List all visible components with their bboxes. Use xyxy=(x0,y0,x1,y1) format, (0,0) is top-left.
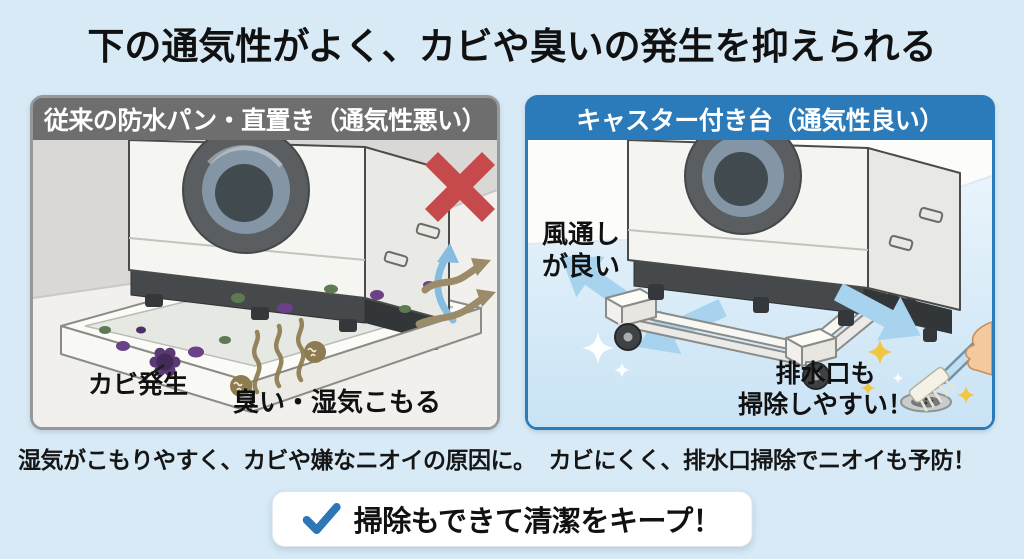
machine-seam xyxy=(627,229,869,251)
drain-label-line2: 掃除しやすい！ xyxy=(738,389,913,419)
panel-caster-stand: キャスター付き台（通気性良い） xyxy=(525,95,995,430)
panel-caster-header: キャスター付き台（通気性良い） xyxy=(528,98,992,140)
mold-flower-blob xyxy=(149,347,181,377)
airflow-label-line1: 風通し xyxy=(542,220,621,250)
banner-text: 掃除もできて清潔をキープ！ xyxy=(353,504,722,538)
bottom-banner: 掃除もできて清潔をキープ！ xyxy=(271,491,753,547)
washing-machine xyxy=(627,140,961,342)
odor-blob-icon xyxy=(230,341,326,397)
door-inner xyxy=(714,152,768,206)
drain-label: 排水口も 掃除しやすい！ xyxy=(703,359,948,420)
machine-foot xyxy=(753,297,769,313)
side-handle xyxy=(888,234,914,252)
caster-wheel xyxy=(614,323,642,351)
red-x-icon xyxy=(425,152,495,222)
machine-foot xyxy=(251,307,269,320)
airflow-label: 風通し が良い xyxy=(542,220,620,283)
machine-foot xyxy=(648,284,664,300)
door-inner xyxy=(215,164,273,222)
drain-label-line1: 排水口も xyxy=(775,359,876,388)
washing-machine xyxy=(128,140,450,350)
side-handle xyxy=(415,222,441,240)
mold-label: カビ発生 xyxy=(88,370,189,399)
caption-traditional: 湿気がこもりやすく、カビや嫌なニオイの原因に。 xyxy=(18,448,536,474)
side-handle xyxy=(383,250,409,268)
washer-on-casters-illustration xyxy=(528,140,992,427)
stink-lines-icon xyxy=(251,317,306,395)
side-handle xyxy=(918,206,944,224)
page-title: 下の通気性がよく、カビや臭いの発生を抑えられる xyxy=(87,25,937,68)
washer-on-pan-illustration xyxy=(33,140,497,427)
panel-traditional-illustration: カビ発生 臭い・湿気こもる xyxy=(33,140,497,427)
machine-foot xyxy=(838,310,854,326)
machine-foot xyxy=(339,319,357,332)
panel-traditional-pan: 従来の防水パン・直置き（通気性悪い） xyxy=(30,95,500,430)
machine-foot xyxy=(145,294,163,307)
caption-caster: カビにくく、排水口掃除でニオイも予防！ xyxy=(548,448,976,474)
checkmark-icon xyxy=(302,503,341,534)
machine-base-side xyxy=(864,288,952,334)
machine-side-face xyxy=(867,147,961,311)
panel-traditional-header: 従来の防水パン・直置き（通気性悪い） xyxy=(33,98,497,140)
machine-foot xyxy=(923,328,937,342)
odor-label: 臭い・湿気こもる xyxy=(233,388,442,418)
caster-wheel xyxy=(802,361,830,390)
drain-cleaning-icon xyxy=(900,321,992,413)
hand-icon xyxy=(965,321,992,376)
panel-caster-illustration: 風通し が良い 排水口も 掃除しやすい！ xyxy=(528,140,992,427)
glass-highlight xyxy=(207,145,283,168)
airflow-label-line2: が良い xyxy=(542,251,621,282)
mold-pointer-line xyxy=(144,363,165,380)
trapped-air-arrows xyxy=(415,243,496,328)
